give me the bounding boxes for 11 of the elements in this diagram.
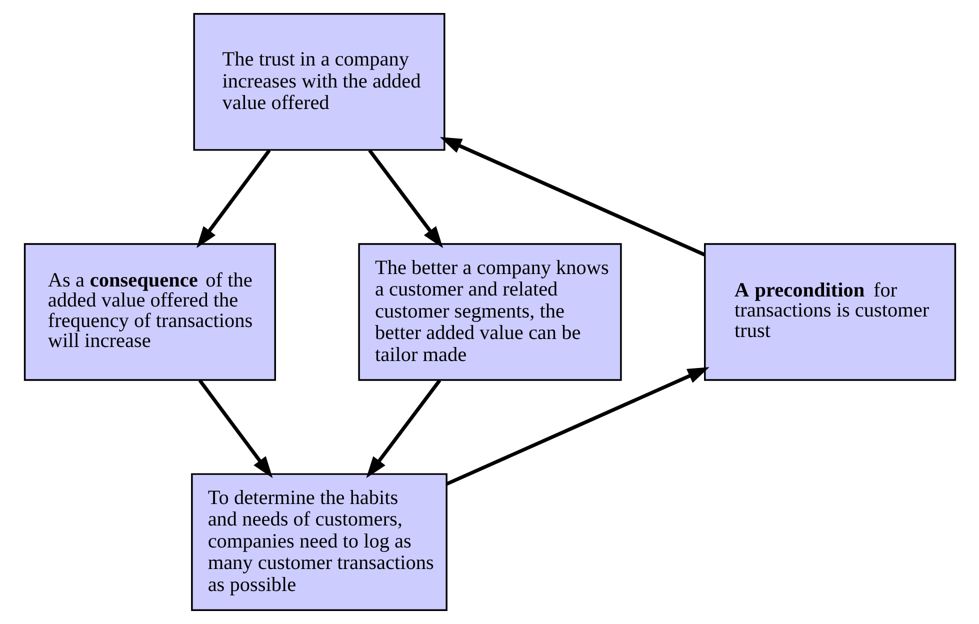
arrow bbox=[196, 149, 270, 248]
arrow bbox=[366, 379, 441, 478]
node-box: As a consequence of the added value offered the frequency of transactions will increase bbox=[23, 243, 276, 381]
node-box: The trust in a company increases with the added value offered bbox=[192, 13, 445, 151]
node-box: To determine the habits and needs of customers, companies need to log as many customer transactions as possible bbox=[190, 473, 447, 611]
arrow bbox=[445, 367, 709, 486]
node-box: A precondition for transactions is customer trust bbox=[704, 243, 956, 381]
arrow bbox=[368, 149, 443, 248]
arrow bbox=[439, 137, 705, 256]
arrow bbox=[198, 379, 272, 478]
node-box: The better a company knows a customer and related customer segments, the better added value can be tailor made bbox=[358, 243, 622, 381]
